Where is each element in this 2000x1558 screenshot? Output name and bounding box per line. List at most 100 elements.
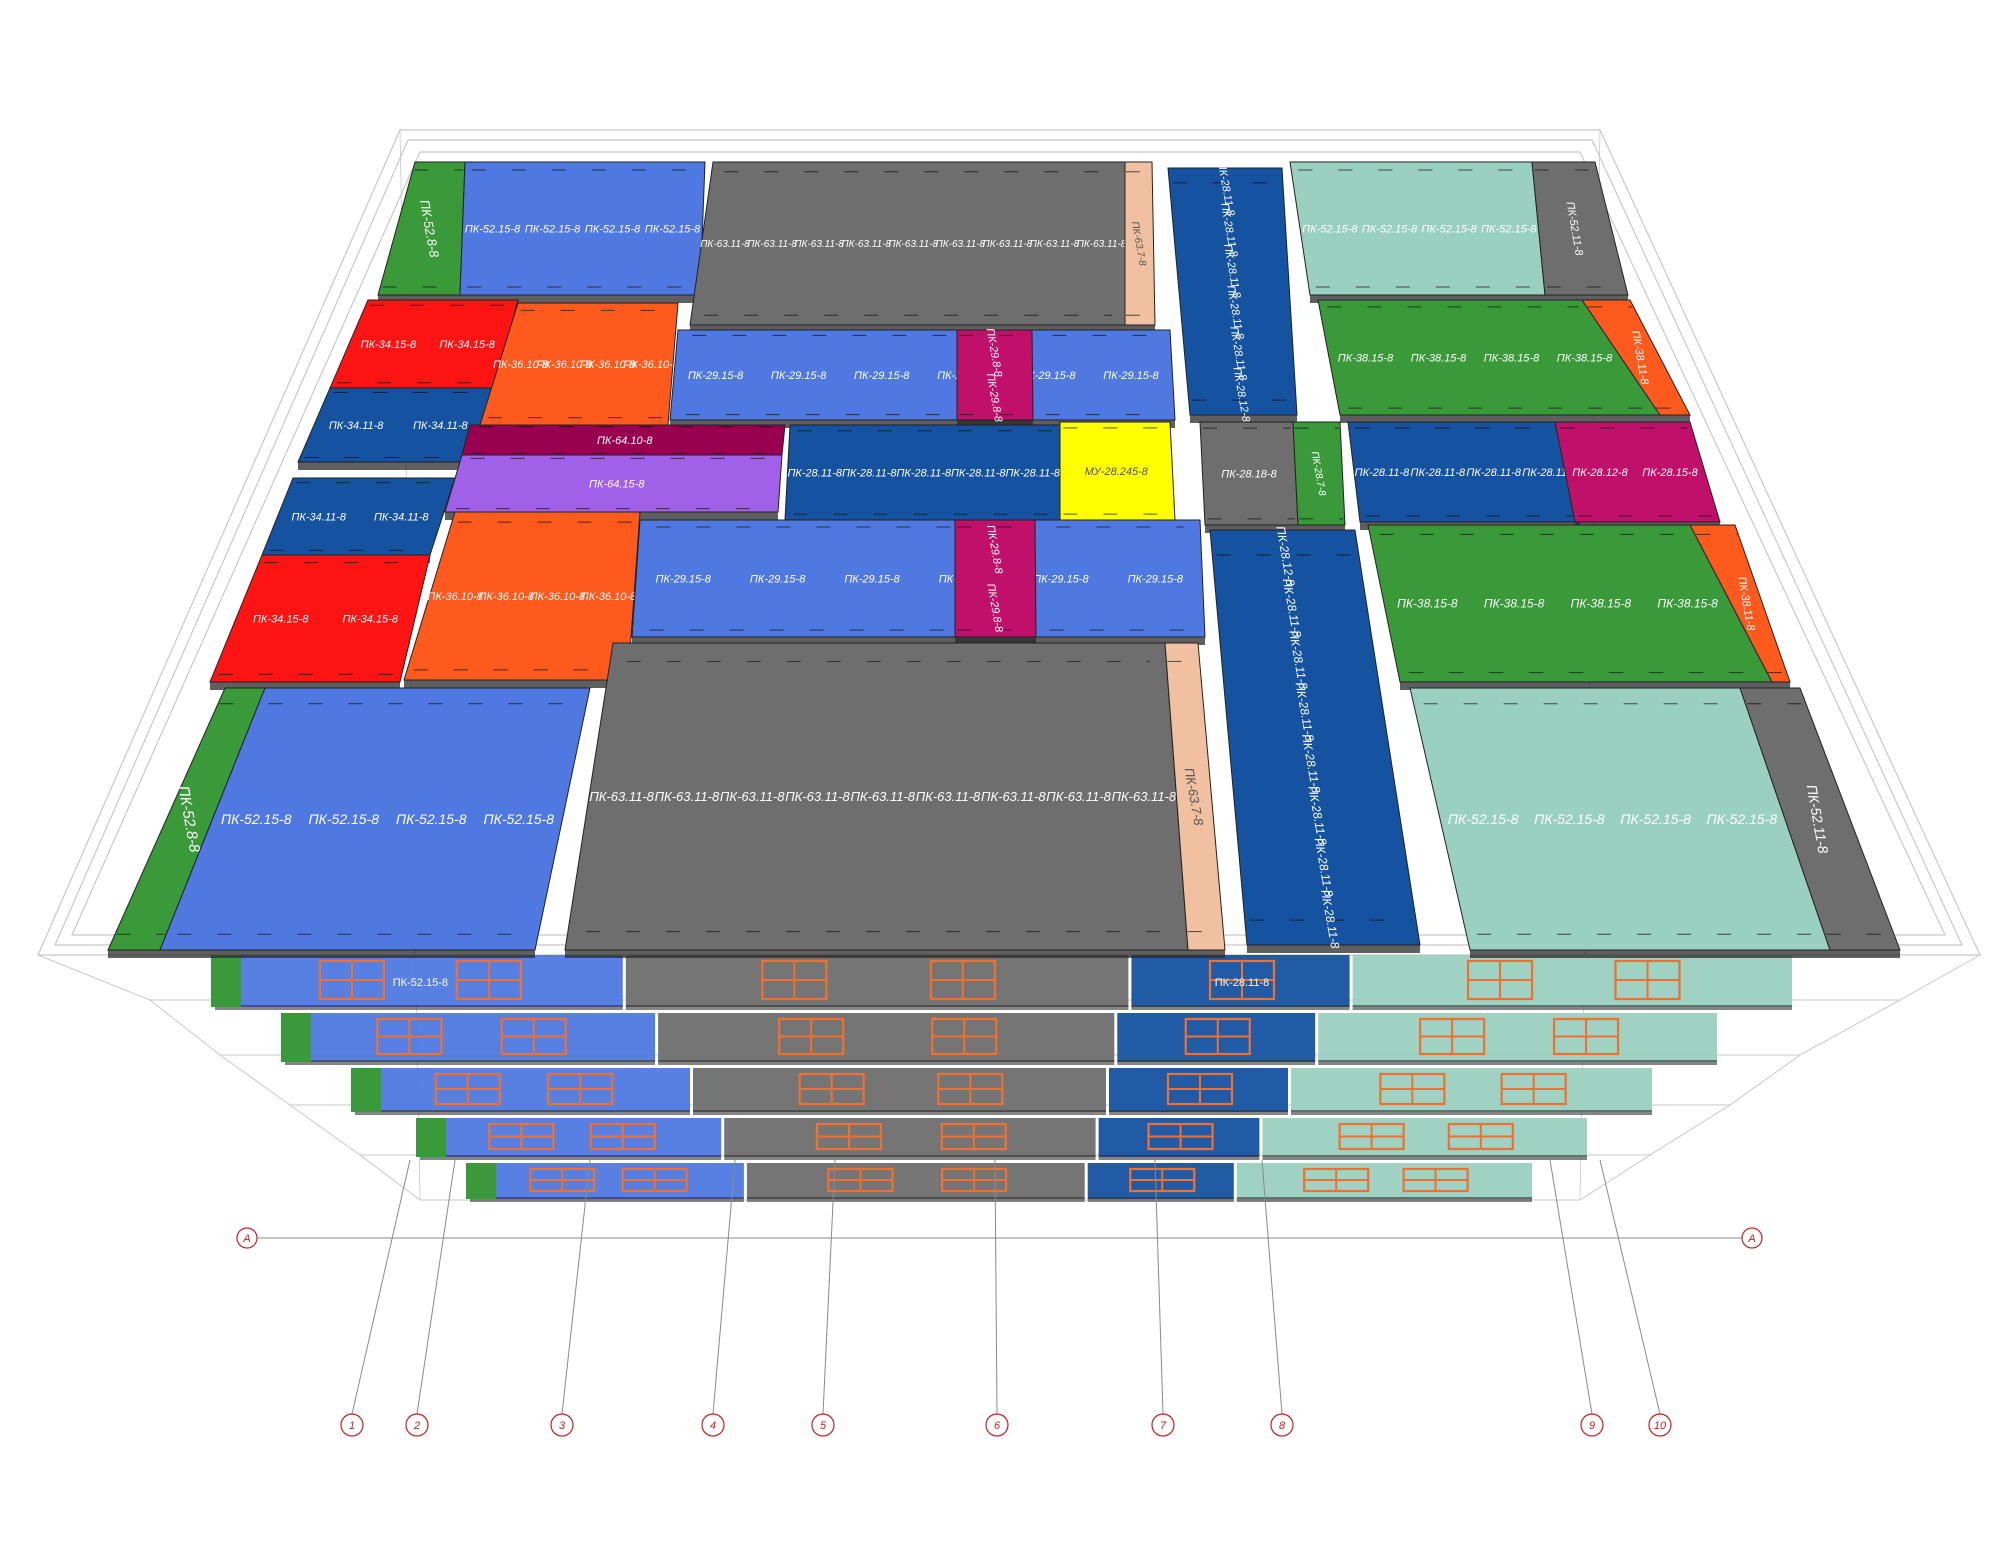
lower-floor-green-edge (416, 1118, 446, 1157)
lower-floor-green-edge (351, 1068, 381, 1112)
slab-label: ПК-63.11-8 (589, 789, 654, 804)
slab-label: ПК-28.18-8 (1221, 468, 1277, 480)
slab-label: ПК-29.15-8 (750, 573, 806, 585)
slab-surface (669, 329, 1176, 421)
slab-label: ПК-38.15-8 (1571, 597, 1632, 611)
axis-column-8: 8 (1261, 1159, 1294, 1437)
slab-gray-small: ПК-28.18-8 (1199, 421, 1299, 533)
slab-label: ПК-29.15-8 (1033, 573, 1089, 585)
slab-thickness-edge (298, 462, 470, 470)
slab-thickness-edge (1247, 945, 1420, 953)
slab-surface (1124, 161, 1156, 326)
axis-column-9: 9 (1549, 1159, 1604, 1437)
slab-edge (1236, 1197, 1532, 1202)
slab-label: ПК-29.15-8 (655, 573, 711, 585)
axis-column-10: 10 (1599, 1159, 1672, 1437)
slab-edge (1318, 1060, 1717, 1065)
slab-label: ПК-36.10-8 (427, 591, 483, 603)
slab-bottom-right-gray: ПК-52.11-8 (1739, 687, 1901, 958)
slab-label: ПК-63.11-8 (655, 789, 720, 804)
window-frame-icon (778, 1017, 845, 1056)
lower-floor-green-edge (466, 1163, 496, 1199)
lower-floor-slab (1236, 1163, 1532, 1199)
slab-thickness-edge (1340, 415, 1660, 423)
slab-surface (1554, 421, 1721, 523)
slab-label: ПК-28.11-8 (842, 467, 897, 479)
slab-label: ПК-36.10-8 (581, 591, 637, 603)
slab-label: ПК-52.15-8 (525, 223, 581, 235)
slab-surface (956, 329, 1034, 421)
slab-top-peach: ПК-63.7-8 (1124, 161, 1156, 333)
window-frame-icon (589, 1122, 656, 1151)
lower-floor-slab (746, 1163, 1085, 1199)
slab-edge (470, 1197, 744, 1202)
window-frame-icon (529, 1167, 596, 1193)
slab-label: ПК-63.11-8 (794, 239, 844, 250)
lower-floor-label: ПК-52.15-8 (393, 977, 448, 989)
slab-label: ПК-36.10-8 (493, 359, 549, 371)
slab-label: ПК-38.15-8 (1338, 352, 1394, 364)
lower-floor-slab (1352, 955, 1792, 1007)
slab-magenta-upper: ПК-29.8-8ПК-29.8-8 (956, 327, 1034, 428)
slab-label: ПК-63.11-8 (981, 789, 1046, 804)
window-frame-icon (1184, 1017, 1251, 1056)
axis-row-marker: А (236, 1227, 258, 1249)
slab-label: ПК-34.15-8 (439, 339, 495, 351)
slab-edge (285, 1060, 656, 1065)
slab-label: ПК-52.15-8 (1481, 223, 1537, 235)
axis-column-label: 9 (1589, 1420, 1595, 1432)
slab-label: ПК-34.11-8 (374, 511, 429, 523)
slab-label: ПК-52.15-8 (308, 811, 379, 827)
slab-label: ПК-28.11-8 (787, 467, 842, 479)
slab-edge (420, 1155, 722, 1160)
slab-label: ПК-52.15-8 (396, 811, 467, 827)
window-frame-icon (1419, 1017, 1486, 1056)
slab-green-small: ПК-28.7-8 (1292, 421, 1346, 533)
window-frame-icon (931, 1017, 998, 1056)
slab-edge (1087, 1197, 1234, 1202)
slab-label: ПК-29.15-8 (844, 573, 900, 585)
slab-magenta-lower: ПК-29.8-8ПК-29.8-8 (954, 519, 1037, 645)
window-frame-icon (761, 959, 828, 1001)
axis-column-label: 6 (994, 1420, 1001, 1432)
slab-bottom-peach: ПК-63.7-8 (1164, 642, 1226, 958)
slab-label: ПК-29.15-8 (771, 370, 827, 382)
window-frame-icon (815, 1122, 883, 1151)
axis-column-7: 7 (1151, 1159, 1175, 1437)
slab-label: ПК-28.11-8 (951, 467, 1006, 479)
slab-label: ПК-52.15-8 (465, 223, 521, 235)
axis-column-3: 3 (550, 1159, 591, 1437)
slab-top-green-strip: ПК-52.8-8 (377, 161, 466, 303)
slab-surface (1209, 529, 1421, 946)
lower-floor-slab (724, 1118, 1096, 1157)
slab-yellow-block: МУ-28.245-8 (1059, 421, 1176, 528)
slab-surface (1739, 687, 1901, 951)
window-frame-icon (1303, 1167, 1370, 1193)
slab-label: ПК-34.11-8 (329, 420, 384, 432)
axis-column-label: 2 (413, 1420, 420, 1432)
slab-orange-right-upper: ПК-38.11-8 (1581, 299, 1691, 423)
slab-surface (377, 161, 466, 296)
slab-edge (1117, 1060, 1316, 1065)
slab-label: ПК-63.11-8 (1030, 239, 1080, 250)
window-frame-icon (318, 959, 386, 1001)
axis-column-2: 2 (405, 1159, 456, 1437)
slab-surface (1581, 299, 1691, 416)
slab-edge (1109, 1110, 1288, 1115)
axis-column-label: 7 (1160, 1420, 1167, 1432)
frame-outline (71, 151, 1946, 936)
slab-surface (1689, 524, 1791, 683)
slab-top-right-gray: ПК-52.11-8 (1531, 161, 1629, 303)
window-frame-icon (1500, 1072, 1567, 1106)
window-frame-icon (1447, 1122, 1514, 1151)
slab-bottom-green-strip: ПК-52.8-8 (107, 687, 266, 958)
slab-thickness-edge (160, 950, 535, 958)
slab-label: ПК-29.15-8 (854, 370, 910, 382)
